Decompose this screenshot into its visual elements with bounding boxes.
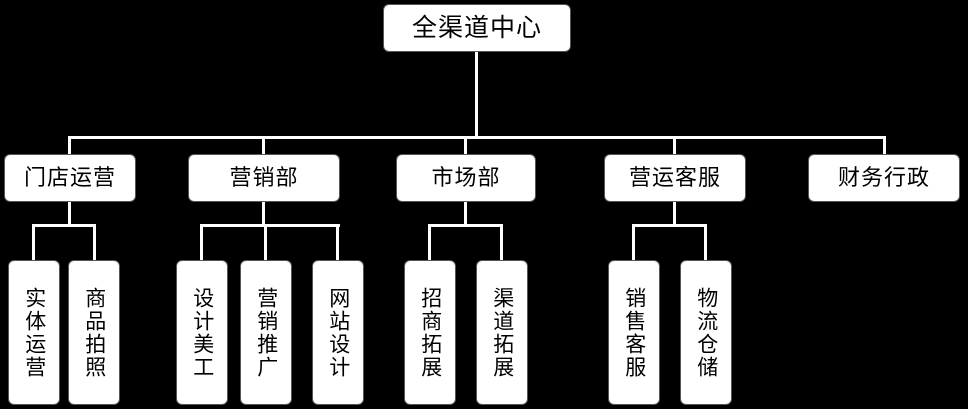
connector-team-7-drop	[500, 224, 503, 262]
node-dept-store-operations[interactable]: 门店运营	[4, 154, 136, 202]
node-team-product-photography[interactable]: 商品拍照	[68, 260, 120, 405]
connector-team-5-drop	[336, 224, 339, 262]
connector-team-4-drop	[264, 224, 267, 262]
connector-dept-3-stem	[464, 202, 467, 224]
node-root[interactable]: 全渠道中心	[383, 4, 571, 52]
node-team-investment-expansion[interactable]: 招商拓展	[404, 260, 456, 405]
node-team-sales-service[interactable]: 销售客服	[608, 260, 660, 405]
connector-dept-4-bus	[632, 224, 706, 227]
node-team-channel-expansion[interactable]: 渠道拓展	[476, 260, 528, 405]
node-dept-finance-admin[interactable]: 财务行政	[808, 154, 960, 202]
connector-dept-1-stem	[68, 202, 71, 224]
node-dept-marketing[interactable]: 营销部	[188, 154, 340, 202]
node-team-website-design[interactable]: 网站设计	[312, 260, 364, 405]
connector-dept-2-bus	[200, 224, 340, 227]
connector-dept-3-bus	[428, 224, 502, 227]
connector-root-stem	[475, 52, 478, 138]
connector-drop-dept-1	[68, 136, 71, 156]
connector-drop-dept-2	[262, 136, 265, 156]
connector-team-3-drop	[200, 224, 203, 262]
node-team-logistics-warehouse[interactable]: 物流仓储	[680, 260, 732, 405]
connector-team-1-drop	[32, 224, 35, 262]
connector-team-8-drop	[632, 224, 635, 262]
node-team-marketing-promotion[interactable]: 营销推广	[240, 260, 292, 405]
connector-drop-dept-4	[673, 136, 676, 156]
connector-drop-dept-3	[464, 136, 467, 156]
connector-horizontal-bus	[68, 136, 886, 139]
node-team-physical-operations[interactable]: 实体运营	[8, 260, 60, 405]
node-team-design-art[interactable]: 设计美工	[176, 260, 228, 405]
connector-team-2-drop	[93, 224, 96, 262]
node-dept-market[interactable]: 市场部	[396, 154, 536, 202]
connector-team-6-drop	[428, 224, 431, 262]
connector-team-9-drop	[704, 224, 707, 262]
connector-dept-2-stem	[262, 202, 265, 224]
node-dept-operations-service[interactable]: 营运客服	[604, 154, 746, 202]
connector-dept-4-stem	[673, 202, 676, 224]
connector-dept-1-bus	[32, 224, 96, 227]
connector-drop-dept-5	[883, 136, 886, 156]
